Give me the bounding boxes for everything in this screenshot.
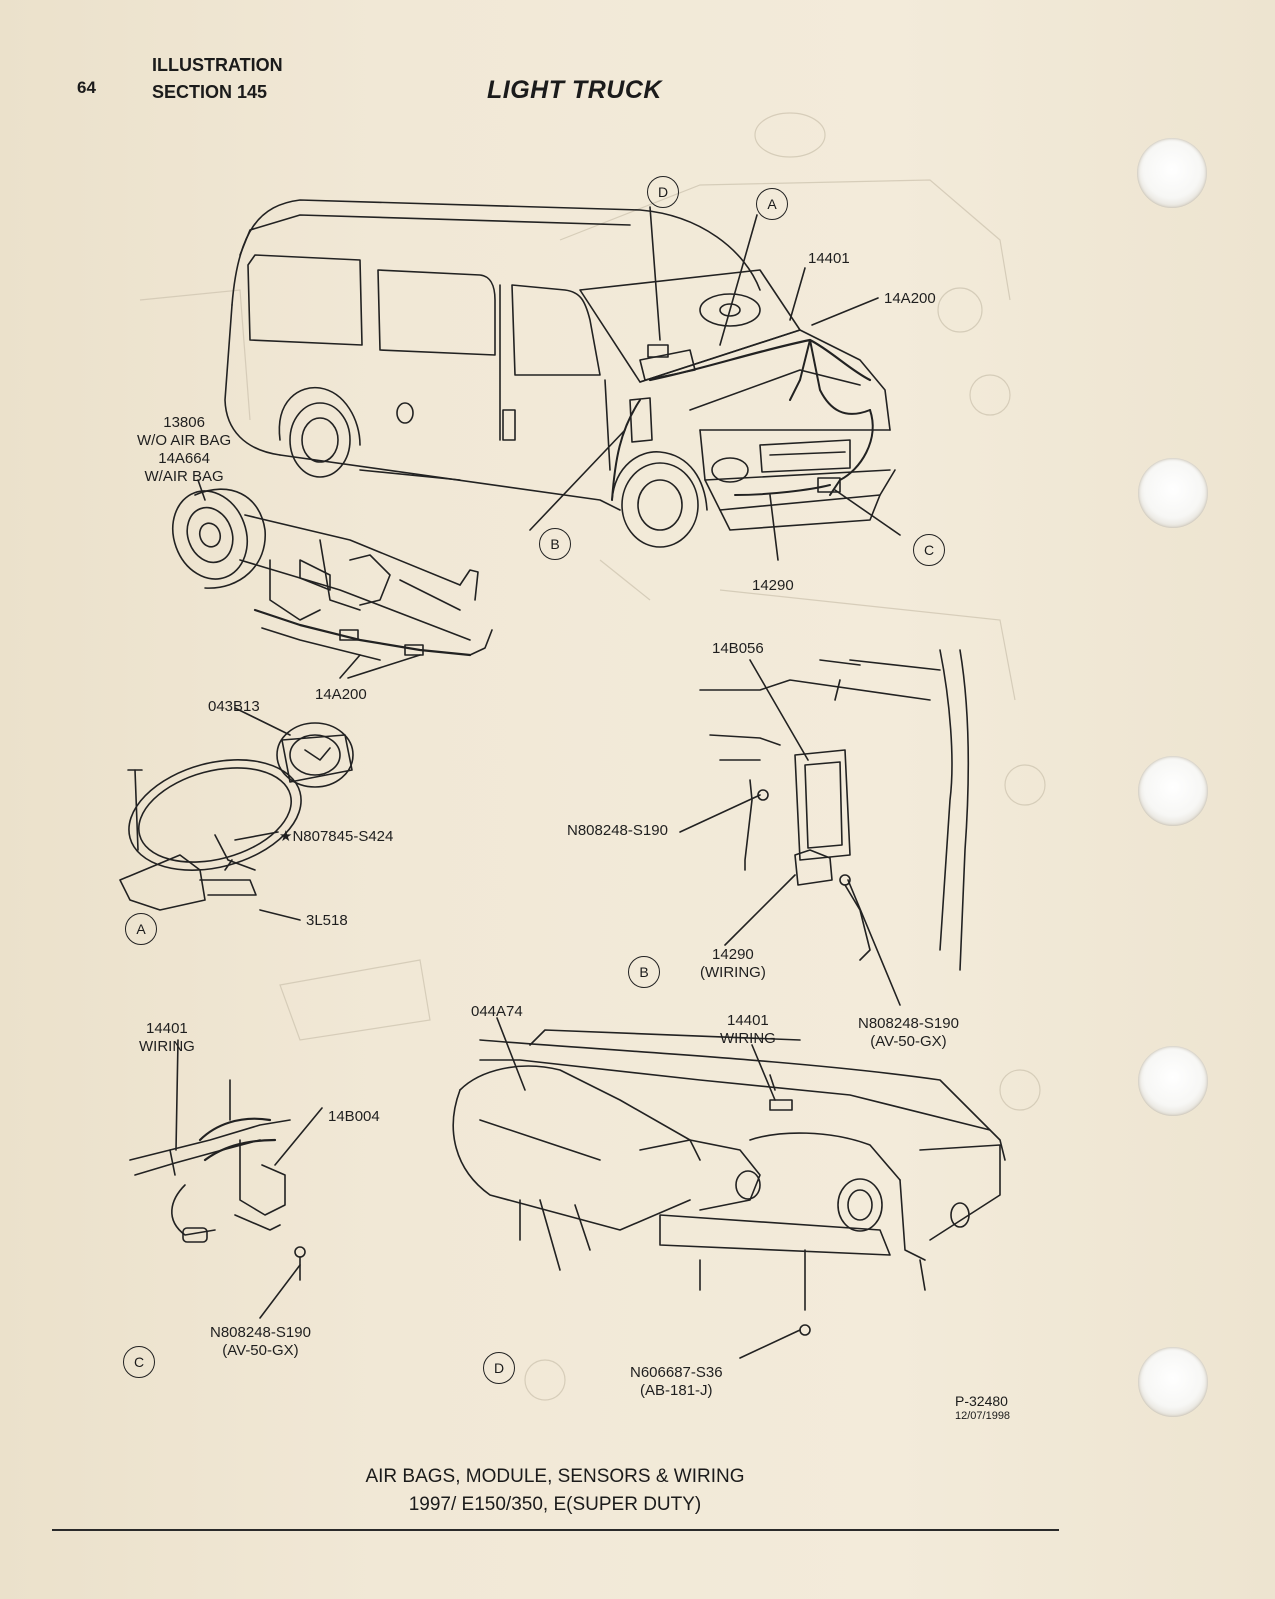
label-14401-wiring-d: 14401 WIRING [720,1012,776,1047]
label-3L518: 3L518 [306,912,348,929]
caption-line-2: 1997/ E150/350, E(SUPER DUTY) [408,1494,702,1515]
callout-c-van: C [913,534,945,566]
callout-d-detail: D [483,1352,515,1384]
callout-b-detail: B [628,956,660,988]
binder-hole-5 [1138,1347,1208,1417]
detail-a-illustration [119,722,354,911]
steering-column-illustration [172,488,493,661]
callout-c-detail: C [123,1346,155,1378]
label-N808248-S190-av50-c: N808248-S190 (AV-50-GX) [210,1324,311,1359]
van-illustration [224,199,896,548]
callout-d-van: D [647,176,679,208]
page-number: 64 [77,78,96,97]
section-label: SECTION 145 [152,82,268,102]
label-14A200-top: 14A200 [884,290,936,307]
figure-date: 12/07/1998 [955,1410,1011,1422]
binder-hole-3 [1138,756,1208,826]
label-N807845-S424: ★N807845-S424 [279,828,394,845]
label-N808248-S190-b: N808248-S190 [567,822,668,839]
illustration-label: ILLUSTRATION [152,55,283,75]
label-14401-wiring-c: 14401 WIRING [139,1020,195,1055]
label-14401: 14401 [808,250,850,267]
section-heading: ILLUSTRATION SECTION 145 [152,52,283,106]
label-N808248-S190-av50-b: N808248-S190 (AV-50-GX) [858,1015,959,1050]
label-14B056: 14B056 [712,640,764,657]
label-14290-van: 14290 [752,577,794,594]
figure-reference: P-32480 12/07/1998 [955,1394,1010,1424]
binder-hole-2 [1138,458,1208,528]
label-14B004: 14B004 [328,1108,380,1125]
footer-rule [52,1529,1059,1531]
binder-hole-4 [1138,1046,1208,1116]
callout-a-van: A [756,188,788,220]
figure-number: P-32480 [955,1393,1008,1409]
label-043B13: 043B13 [208,698,260,715]
label-044A74: 044A74 [471,1003,523,1020]
label-13806-block: 13806 W/O AIR BAG 14A664 W/AIR BAG [137,414,232,485]
label-14290-wiring: 14290 (WIRING) [700,946,766,981]
label-14A200-column: 14A200 [315,686,367,703]
callout-b-van: B [539,528,571,560]
callout-a-detail: A [125,913,157,945]
caption-line-1: AIR BAGS, MODULE, SENSORS & WIRING [365,1466,745,1487]
detail-b-illustration [699,649,970,971]
label-N606687-S36: N606687-S36 (AB-181-J) [630,1364,723,1399]
detail-d-illustration [452,1029,1006,1336]
page-title: LIGHT TRUCK [487,76,662,104]
binder-hole-1 [1137,138,1207,208]
detail-c-illustration [129,1079,306,1281]
